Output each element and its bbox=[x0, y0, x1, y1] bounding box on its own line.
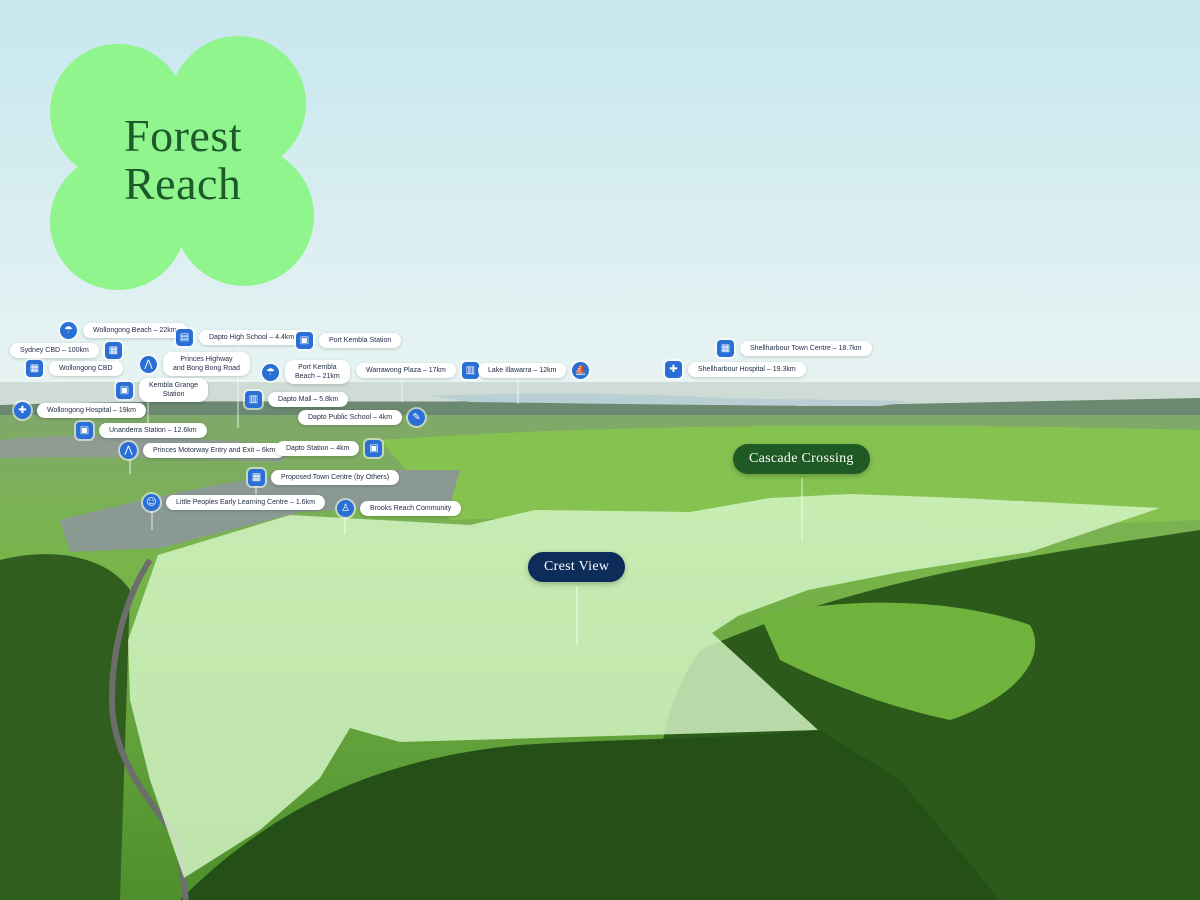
poi-lake-illawarra[interactable]: ⛵ Lake Illawarra – 12km bbox=[478, 362, 590, 379]
poi-sydney-cbd[interactable]: ▦ Sydney CBD – 100km bbox=[10, 342, 122, 359]
boat-icon: ⛵ bbox=[572, 362, 590, 379]
beach-icon: ☂ bbox=[60, 322, 77, 339]
childcare-icon: ☺ bbox=[143, 494, 160, 511]
lake bbox=[430, 393, 910, 406]
train-icon: ▣ bbox=[365, 440, 383, 457]
crest-view-area bbox=[128, 494, 1160, 878]
poi-dapto-high-school[interactable]: ▤ Dapto High School – 4.4km bbox=[176, 329, 305, 346]
poi-label: Kembla Grange Station bbox=[139, 378, 209, 402]
suburb bbox=[60, 470, 460, 552]
beach-icon: ☂ bbox=[262, 363, 279, 381]
building-icon: ▦ bbox=[717, 340, 734, 357]
poi-wollongong-cbd[interactable]: ▦ Wollongong CBD bbox=[26, 360, 123, 377]
train-icon: ▣ bbox=[76, 422, 93, 439]
poi-wollongong-hospital[interactable]: ✚ Wollongong Hospital – 19km bbox=[14, 402, 146, 419]
brand-line-2: Reach bbox=[124, 158, 242, 209]
community-icon: ♙ bbox=[337, 500, 354, 517]
shopping-icon: ▥ bbox=[245, 391, 262, 408]
hospital-icon: ✚ bbox=[665, 361, 682, 378]
poi-label: Little Peoples Early Learning Centre – 1… bbox=[166, 495, 325, 510]
school-icon: ▤ bbox=[176, 329, 193, 346]
poi-brooks-reach[interactable]: ♙ Brooks Reach Community bbox=[337, 500, 462, 517]
poi-shellharbour-hospital[interactable]: ✚ Shellharbour Hospital – 19.3km bbox=[665, 361, 806, 378]
school-icon: ✎ bbox=[408, 409, 426, 426]
estate-label: Cascade Crossing bbox=[749, 451, 854, 466]
poi-kembla-grange-station[interactable]: ▣ Kembla Grange Station bbox=[116, 378, 209, 402]
road bbox=[108, 558, 189, 900]
poi-label: Wollongong Hospital – 19km bbox=[37, 403, 146, 418]
poi-label: Port Kembla Station bbox=[319, 333, 402, 348]
poi-label: Shellharbour Hospital – 19.3km bbox=[688, 362, 806, 377]
estate-cascade-crossing[interactable]: Cascade Crossing bbox=[733, 444, 870, 474]
train-icon: ▣ bbox=[296, 332, 313, 349]
poi-port-kembla-station[interactable]: ▣ Port Kembla Station bbox=[296, 332, 402, 349]
poi-label: Proposed Town Centre (by Others) bbox=[271, 470, 400, 485]
poi-label: Wollongong CBD bbox=[49, 361, 123, 376]
brand-line-1: Forest bbox=[124, 110, 242, 161]
building-icon: ▦ bbox=[248, 469, 265, 486]
poi-wollongong-beach[interactable]: ☂ Wollongong Beach – 22km bbox=[60, 322, 187, 339]
poi-label: Warrawong Plaza – 17km bbox=[356, 363, 456, 378]
poi-princes-motorway[interactable]: ⋀ Princes Motorway Entry and Exit – 6km bbox=[120, 442, 286, 459]
poi-little-peoples[interactable]: ☺ Little Peoples Early Learning Centre –… bbox=[143, 494, 325, 511]
forest-bottom bbox=[180, 730, 1000, 900]
building-icon: ▦ bbox=[104, 342, 122, 359]
poi-princes-highway[interactable]: ⋀ Princes Highway and Bong Bong Road bbox=[140, 352, 250, 376]
poi-dapto-mall[interactable]: ▥ Dapto Mall – 5.8km bbox=[245, 391, 349, 408]
poi-label: Dapto Mall – 5.8km bbox=[268, 392, 349, 407]
logo-blob bbox=[50, 36, 314, 290]
poi-label: Dapto Station – 4km bbox=[276, 441, 360, 456]
poi-label: Princes Motorway Entry and Exit – 6km bbox=[143, 443, 286, 458]
brand-title: Forest Reach bbox=[124, 112, 242, 208]
poi-label: Lake Illawarra – 12km bbox=[478, 363, 567, 378]
road-icon: ⋀ bbox=[140, 355, 157, 373]
road-icon: ⋀ bbox=[120, 442, 137, 459]
train-icon: ▣ bbox=[116, 381, 133, 399]
poi-label: Port Kembla Beach – 21km bbox=[285, 360, 350, 384]
hospital-icon: ✚ bbox=[14, 402, 31, 419]
building-icon: ▦ bbox=[26, 360, 43, 377]
poi-label: Unanderra Station – 12.6km bbox=[99, 423, 207, 438]
poi-label: Dapto High School – 4.4km bbox=[199, 330, 305, 345]
estate-label: Crest View bbox=[544, 559, 610, 574]
poi-dapto-station[interactable]: ▣ Dapto Station – 4km bbox=[276, 440, 383, 457]
poi-label: Princes Highway and Bong Bong Road bbox=[163, 352, 250, 376]
poi-proposed-town-centre[interactable]: ▦ Proposed Town Centre (by Others) bbox=[248, 469, 400, 486]
poi-label: Brooks Reach Community bbox=[360, 501, 462, 516]
poi-unanderra-station[interactable]: ▣ Unanderra Station – 12.6km bbox=[76, 422, 207, 439]
poi-label: Dapto Public School – 4km bbox=[298, 410, 403, 425]
poi-shellharbour-town-centre[interactable]: ▦ Shellharbour Town Centre – 18.7km bbox=[717, 340, 872, 357]
farmland-bright bbox=[380, 425, 1200, 525]
shopping-icon: ▥ bbox=[461, 362, 479, 379]
poi-warrawong-plaza[interactable]: ▥ Warrawong Plaza – 17km bbox=[356, 362, 479, 379]
estate-crest-view[interactable]: Crest View bbox=[528, 552, 626, 582]
poi-dapto-public-school[interactable]: ✎ Dapto Public School – 4km bbox=[298, 409, 426, 426]
poi-port-kembla-beach[interactable]: ☂ Port Kembla Beach – 21km bbox=[262, 360, 350, 384]
green-paddock bbox=[760, 602, 1036, 720]
poi-label: Sydney CBD – 100km bbox=[10, 343, 99, 358]
poi-label: Wollongong Beach – 22km bbox=[83, 323, 187, 338]
forest-left bbox=[0, 554, 130, 900]
poi-label: Shellharbour Town Centre – 18.7km bbox=[740, 341, 872, 356]
